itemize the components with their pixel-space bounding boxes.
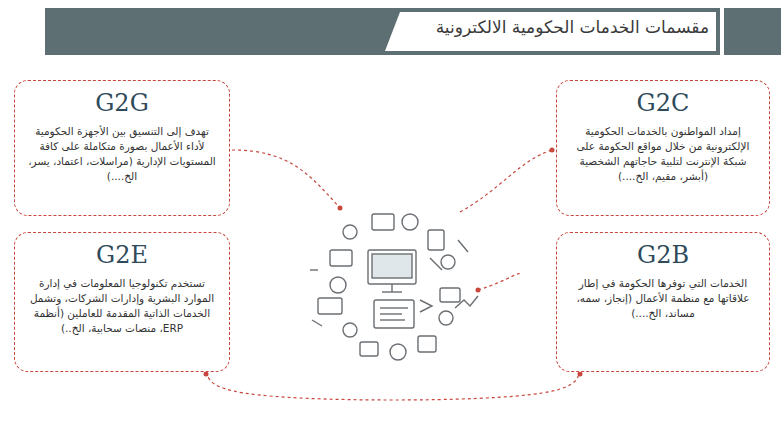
box-heading: G2E: [25, 241, 219, 270]
box-body: إمداد المواطنون بالخدمات الحكومية الإلكت…: [567, 124, 759, 185]
title-panel: [385, 12, 716, 51]
service-box: G2B الخدمات التي توفرها الحكومة في إطار ع…: [556, 232, 770, 372]
connector-dot: [204, 372, 209, 377]
box-heading: G2C: [567, 89, 759, 118]
icon-circle: [310, 214, 478, 360]
dashed-connector: [206, 372, 580, 400]
box-heading: G2G: [25, 89, 219, 118]
service-box: G2G تهدف إلى التنسيق بين الأجهزة الحكومية…: [14, 80, 230, 216]
service-box: G2E تستخدم تكنولوجيا المعلومات في إدارة ا…: [14, 232, 230, 372]
service-box: G2C إمداد المواطنون بالخدمات الحكومية الإ…: [556, 80, 770, 216]
box-body: الخدمات التي توفرها الحكومة في إطار علاق…: [567, 276, 759, 322]
title-band: [45, 8, 720, 55]
connector-dot: [578, 372, 583, 377]
title-block: [724, 8, 781, 55]
box-heading: G2B: [567, 241, 759, 270]
leader-line: [232, 150, 552, 290]
box-body: تهدف إلى التنسيق بين الأجهزة الحكومية لأ…: [25, 124, 219, 185]
connector-group: [204, 372, 583, 401]
diagram-title: مقسمات الخدمات الحكومية الالكترونية: [436, 17, 709, 37]
leader-dot: [338, 148, 555, 293]
box-body: تستخدم تكنولوجيا المعلومات في إدارة المو…: [25, 276, 219, 337]
